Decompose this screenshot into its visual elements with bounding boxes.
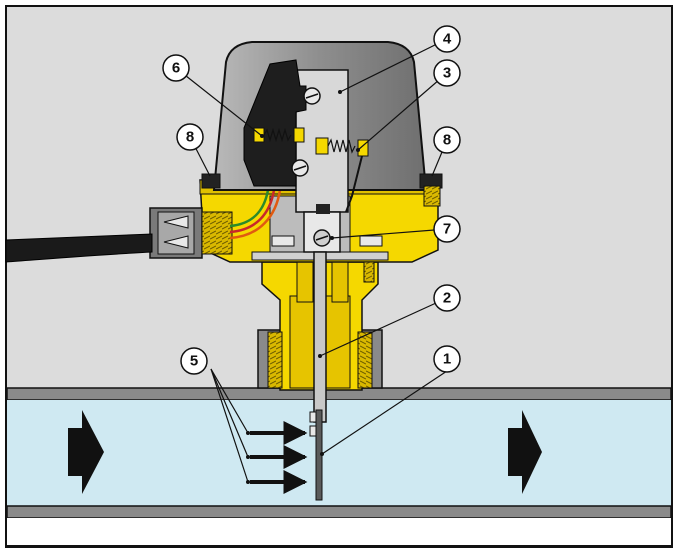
callout-4-label: 4 [443, 31, 452, 48]
flow-arrow-left-icon [68, 410, 104, 494]
leader-lines [175, 38, 448, 483]
callout-6-label: 6 [172, 60, 180, 77]
leader-dots [246, 90, 360, 484]
callout-8-right-label: 8 [443, 132, 451, 149]
callout-8-left-label: 8 [186, 129, 194, 146]
paddle-rod [313, 251, 327, 423]
switch-mechanism [243, 59, 383, 283]
callout-7-label: 7 [443, 221, 451, 238]
flow-arrow-right-icon [508, 410, 542, 494]
electric-cable [5, 233, 153, 263]
callout-5-label: 5 [190, 353, 198, 370]
microswitch [243, 59, 307, 187]
callout-1-label: 1 [443, 351, 451, 368]
callout-3-label: 3 [443, 65, 451, 82]
callout-8-right: 8 [433, 126, 461, 154]
callout-8-left: 8 [176, 123, 204, 151]
cable-wires [229, 189, 282, 240]
flow-arrows [68, 410, 542, 494]
pipe-bottom-gap [7, 518, 671, 546]
cable-gland [149, 207, 233, 259]
adjustment-spring [263, 127, 292, 143]
callout-4: 4 [433, 25, 461, 53]
callout-2-label: 2 [443, 290, 451, 307]
callout-1: 1 [433, 345, 461, 373]
seal-left [201, 173, 221, 189]
callout-2: 2 [433, 284, 461, 312]
callout-7: 7 [433, 215, 461, 243]
callout-3: 3 [433, 59, 461, 87]
paddle-assembly [309, 251, 327, 501]
callout-6: 6 [162, 54, 190, 82]
callout-5: 5 [180, 347, 208, 375]
pipe [6, 387, 672, 547]
return-spring [327, 138, 356, 154]
pipe-lower-wall [6, 505, 672, 519]
pipe-fluid [7, 400, 671, 506]
